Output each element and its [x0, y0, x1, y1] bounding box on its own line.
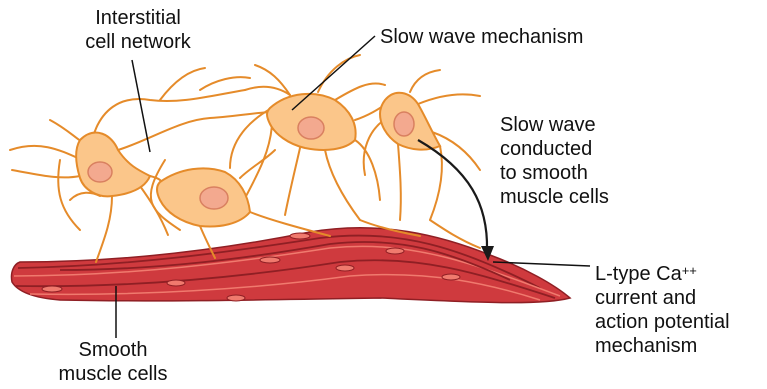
muscle-nucleus [167, 280, 185, 286]
label-line: L-type Ca++ [595, 262, 730, 286]
label-ltype-superscript: ++ [682, 263, 697, 278]
cell-process [250, 212, 330, 236]
leader-interstitial [132, 60, 150, 152]
muscle-nucleus [290, 233, 310, 239]
label-line: Slow wave [500, 113, 609, 137]
label-line: conducted [500, 137, 609, 161]
cell-process [160, 68, 205, 100]
cell-process [318, 55, 360, 92]
muscle-nucleus [260, 257, 280, 263]
label-l-type-calcium-current: L-type Ca++ current and action potential… [595, 262, 730, 358]
cell-process [432, 132, 480, 170]
label-interstitial-cell-network: Interstitial cell network [48, 6, 228, 54]
cell-nucleus [200, 187, 228, 209]
cell-process [12, 170, 80, 177]
label-line: Interstitial [48, 6, 228, 30]
label-smooth-muscle-cells: Smooth muscle cells [18, 338, 208, 386]
label-line: to smooth [500, 161, 609, 185]
cell-process [245, 87, 290, 95]
muscle-nucleus [42, 286, 62, 292]
muscle-nucleus [386, 248, 404, 254]
label-line: cell network [48, 30, 228, 54]
cell-process [50, 120, 82, 142]
cell-nucleus [298, 117, 324, 139]
label-slow-wave-conducted: Slow wave conducted to smooth muscle cel… [500, 113, 609, 209]
muscle-nucleus [336, 265, 354, 271]
muscle-nucleus [227, 295, 245, 301]
label-line: mechanism [595, 334, 730, 358]
cell-process [118, 112, 272, 150]
cell-process [10, 146, 82, 160]
muscle-nucleus [442, 274, 460, 280]
cell-process [92, 90, 245, 140]
label-slow-wave-mechanism: Slow wave mechanism [380, 25, 583, 49]
cell-process [418, 94, 480, 104]
cell-process [255, 65, 290, 95]
cell-process [200, 77, 250, 90]
cell-process [430, 146, 442, 220]
cell-process [285, 148, 300, 215]
label-line: Smooth [18, 338, 208, 362]
cell-process [245, 125, 272, 198]
cell-process [410, 70, 440, 92]
label-ltype-prefix: L-type Ca [595, 263, 682, 285]
cell-nucleus [88, 162, 112, 182]
label-line: current and [595, 286, 730, 310]
label-line: action potential [595, 310, 730, 334]
cell-process [398, 144, 401, 220]
cell-process [96, 196, 112, 262]
cell-process [325, 150, 360, 220]
cell-process [355, 140, 380, 200]
cell-process [335, 83, 385, 100]
label-line: muscle cells [18, 362, 208, 386]
label-line: muscle cells [500, 185, 609, 209]
cell-nucleus [394, 112, 414, 136]
